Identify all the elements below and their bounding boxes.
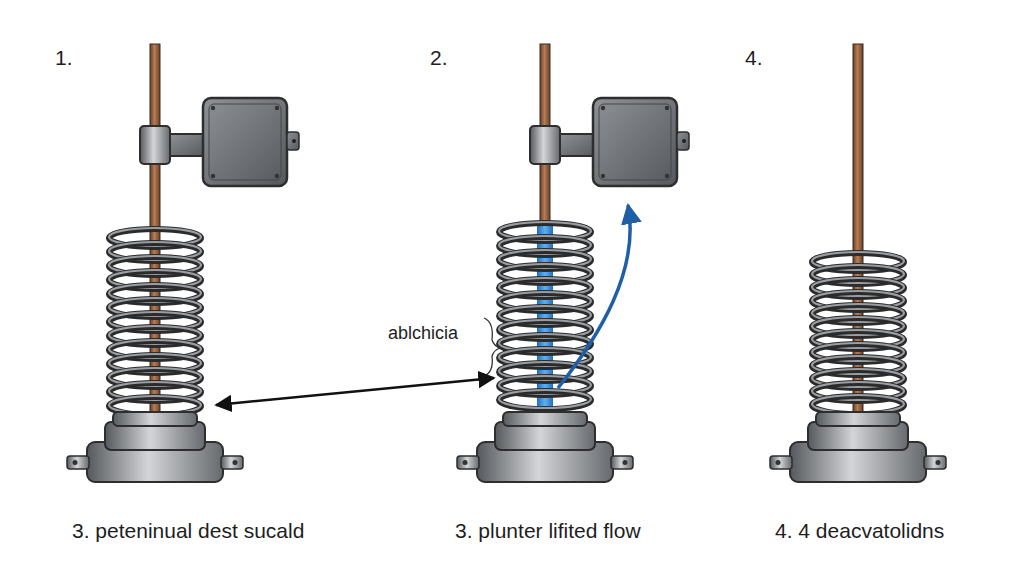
spring [499, 222, 591, 409]
base-mount [770, 412, 946, 482]
bracket [484, 318, 500, 376]
step-caption: 3. plunter lifited flow [455, 519, 641, 542]
flow-arrow [558, 205, 630, 388]
assembly-three [770, 44, 946, 482]
step-number: 2. [430, 46, 448, 69]
junction-box [140, 98, 299, 186]
assembly-two [457, 44, 689, 482]
step-number: 4. [745, 46, 763, 69]
junction-box [530, 98, 689, 186]
spring [812, 252, 904, 414]
assembly-one [67, 44, 299, 482]
part-label: ablchicia [388, 324, 458, 344]
step-caption: 4. 4 deacvatolidns [775, 519, 944, 542]
step-number: 1. [55, 46, 73, 69]
step-caption: 3. peteninual dest sucald [72, 519, 304, 542]
double-arrow [216, 378, 494, 405]
spring [109, 228, 201, 415]
base-mount [457, 412, 633, 482]
base-mount [67, 412, 243, 482]
